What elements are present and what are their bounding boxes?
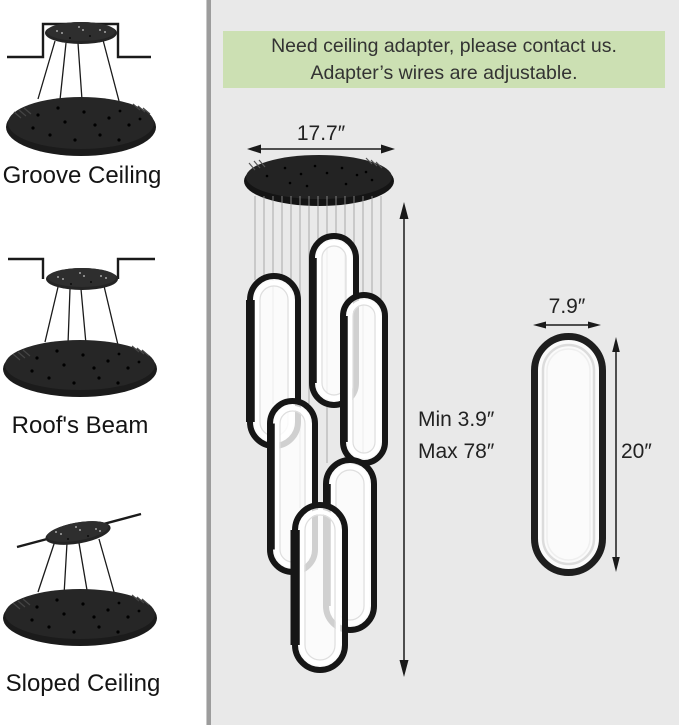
vertical-divider [206,0,212,725]
banner-line-1: Need ceiling adapter, please contact us. [271,34,617,57]
ring-width-value: 7.9″ [548,295,586,318]
adapter-notice-banner: Need ceiling adapter, please contact us.… [223,31,665,88]
max-drop-value: Max 78″ [418,440,495,463]
banner-line-2: Adapter’s wires are adjustable. [310,61,578,84]
min-drop-value: Min 3.9″ [418,408,495,431]
sloped-ceiling-label: Sloped Ceiling [5,670,161,697]
ring-height-value: 20″ [621,440,652,463]
diagram-panel [211,0,679,725]
mounting-options-sidebar [0,0,206,725]
roofs-beam-label: Roof's Beam [11,412,149,439]
canopy-width-value: 17.7″ [296,122,346,145]
groove-ceiling-label: Groove Ceiling [2,162,162,189]
